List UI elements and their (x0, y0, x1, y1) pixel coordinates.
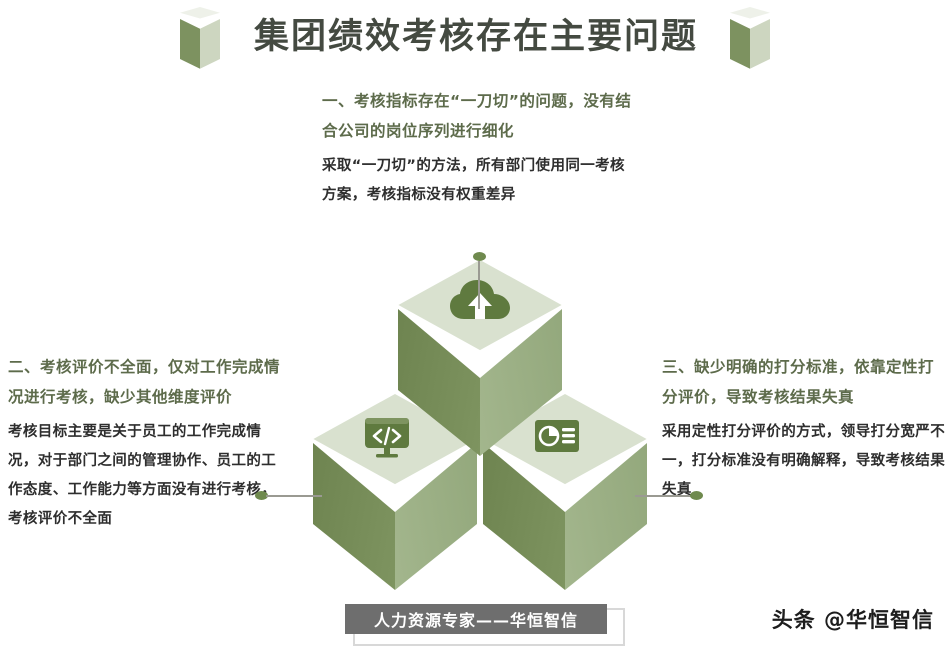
connector-dot-left (255, 491, 268, 500)
problem-two-heading: 二、考核评价不全面，仅对工作完成情况进行考核，缺少其他维度评价 (8, 358, 281, 407)
presentation-chart-icon (532, 414, 582, 458)
problem-block-two: 二、考核评价不全面，仅对工作完成情况进行考核，缺少其他维度评价 考核目标主要是关… (8, 352, 290, 534)
problem-three-heading: 三、缺少明确的打分标准，依靠定性打分评价，导致考核结果失真 (662, 358, 935, 407)
connector-line-top (478, 261, 480, 309)
problem-one-heading: 一、考核指标存在“一刀切”的问题，没有结合公司的岗位序列进行细化 (322, 92, 632, 141)
cloud-upload-icon (446, 278, 514, 324)
cube-pyramid-graphic (250, 240, 710, 600)
right-connector (635, 490, 703, 502)
problem-block-one: 一、考核指标存在“一刀切”的问题，没有结合公司的岗位序列进行细化 采取“一刀切”… (322, 86, 634, 210)
cube-icon-left (174, 7, 228, 69)
connector-dot-right (690, 491, 703, 500)
problem-three-body: 采用定性打分评价的方式，领导打分宽严不一，打分标准没有明确解释，导致考核结果失真 (662, 424, 946, 499)
cube-bottom-left (310, 392, 480, 592)
bottom-banner: 人力资源专家——华恒智信 (345, 604, 625, 646)
banner-text: 人力资源专家——华恒智信 (373, 611, 578, 630)
connector-line-left (266, 495, 322, 497)
left-connector (255, 490, 323, 502)
page-title-bar: 集团绩效考核存在主要问题 (0, 4, 952, 70)
connector-line-right (635, 495, 692, 497)
page-title: 集团绩效考核存在主要问题 (253, 16, 698, 57)
top-connector (473, 252, 487, 312)
problem-two-body: 考核目标主要是关于员工的工作完成情况，对于部门之间的管理协作、员工的工作态度、工… (8, 424, 277, 528)
cube-icon-right (724, 7, 778, 69)
cube-bottom-right (480, 392, 650, 592)
connector-dot-top (473, 252, 486, 261)
problem-one-body: 采取“一刀切”的方法，所有部门使用同一考核方案，考核指标没有权重差异 (322, 158, 625, 204)
problem-block-three: 三、缺少明确的打分标准，依靠定性打分评价，导致考核结果失真 采用定性打分评价的方… (662, 352, 948, 505)
banner-plate: 人力资源专家——华恒智信 (345, 604, 607, 634)
watermark: 头条 @华恒智信 (771, 608, 934, 632)
code-monitor-icon (362, 416, 412, 460)
